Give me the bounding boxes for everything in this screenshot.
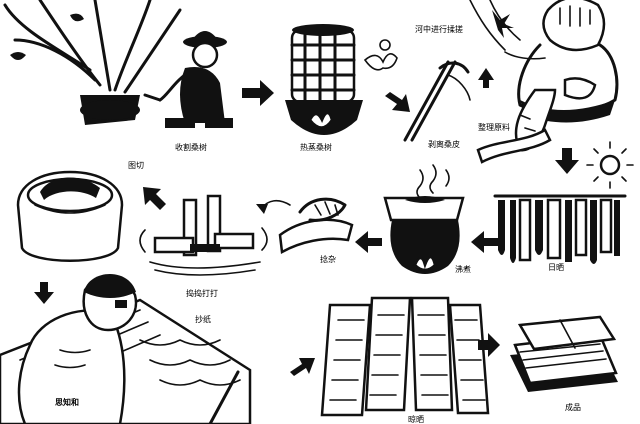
step-label-knead: 捻杂 (320, 254, 336, 264)
arrow-down-icon (34, 282, 54, 304)
sorting-worker-illustration (514, 0, 619, 152)
step-label-sort: 整理原料 (478, 122, 510, 132)
arrow-down-icon (555, 148, 579, 174)
arrow-up-left-icon (143, 187, 166, 210)
step-label-sun: 日晒 (548, 263, 564, 272)
steam-barrel-illustration (285, 24, 398, 135)
drying-frames-illustration (320, 296, 490, 417)
kneading-hands-illustration (278, 197, 354, 254)
arrow-left-icon (355, 231, 382, 253)
beating-mallets-illustration (139, 194, 268, 276)
step-label-beat: 捣捣打打 (186, 288, 218, 298)
arrow-right-icon (290, 358, 315, 376)
arrow-down-right-icon (385, 92, 410, 112)
arrow-left-icon (471, 231, 498, 253)
peeled-bark-illustration (403, 60, 471, 142)
river-rinse-illustration (469, 0, 546, 60)
papermaker-illustration (0, 273, 252, 424)
sun-drying-rack-illustration (493, 194, 627, 264)
arrow-right-icon (478, 333, 500, 357)
boiling-pot-illustration (383, 164, 465, 274)
step-label-product: 成品 (565, 402, 581, 412)
sun-icon (586, 141, 634, 189)
apron-text: 思知和 (55, 397, 79, 407)
step-label-steam: 热蒸桑树 (300, 142, 332, 152)
step-label-harvest: 收割桑树 (175, 142, 207, 152)
paper-stack-illustration (510, 315, 618, 392)
step-label-dry: 晾晒 (408, 414, 424, 424)
arrow-up-icon (478, 68, 494, 88)
step-label-make: 抄纸 (195, 314, 211, 324)
step-label-cut: 图切 (128, 161, 144, 170)
fiber-ribbon-illustration (476, 128, 552, 164)
harvest-illustration (3, 0, 233, 128)
step-label-boil: 沸煮 (455, 264, 471, 274)
arrow-right-icon (242, 80, 274, 106)
step-label-peel: 剥离桑皮 (428, 139, 460, 149)
pulp-vat-illustration (16, 170, 124, 262)
step-label-river: 河中进行揉搓 (415, 24, 463, 34)
